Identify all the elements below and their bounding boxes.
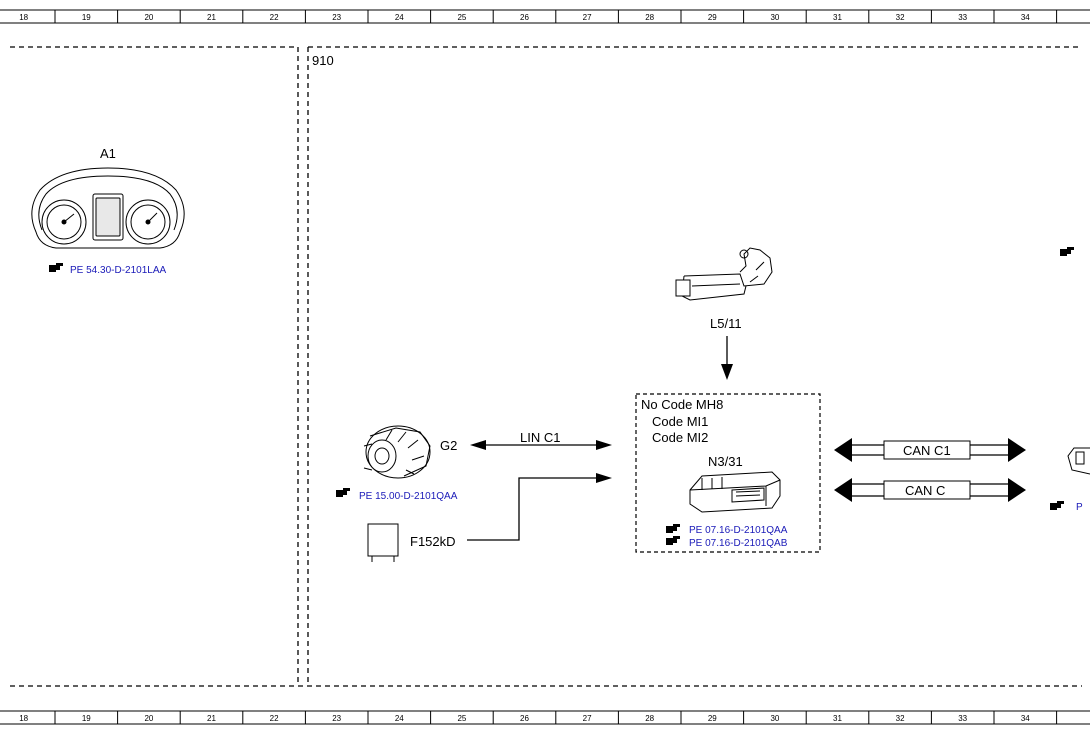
top-ruler-label-28: 28 bbox=[645, 13, 654, 22]
g2-label: G2 bbox=[440, 438, 457, 453]
top-ruler-label-19: 19 bbox=[82, 13, 91, 22]
top-ruler-label-18: 18 bbox=[19, 13, 28, 22]
top-ruler-label-23: 23 bbox=[332, 13, 341, 22]
f152kd-component: F152kD bbox=[367, 473, 612, 562]
pointing-hand-icon bbox=[1060, 247, 1074, 256]
f152kd-signal-line bbox=[467, 473, 612, 541]
bottom-ruler-label-29: 29 bbox=[708, 714, 717, 723]
top-ruler-label-29: 29 bbox=[708, 13, 717, 22]
top-ruler-label-22: 22 bbox=[270, 13, 279, 22]
can-c-label: CAN C bbox=[905, 483, 945, 498]
bottom-ruler-label-31: 31 bbox=[833, 714, 842, 723]
bottom-ruler-label-32: 32 bbox=[896, 714, 905, 723]
bottom-ruler-label-33: 33 bbox=[958, 714, 967, 723]
sensor-icon bbox=[675, 247, 773, 301]
n3-31-reference-1: PE 07.16-D-2101QAA bbox=[689, 525, 788, 536]
top-ruler: 18 19 20 21 22 23 24 25 26 27 28 29 30 31 32 33 34 bbox=[0, 9, 1090, 24]
pointing-hand-icon bbox=[666, 524, 680, 533]
pointing-hand-icon bbox=[666, 536, 680, 545]
pointing-hand-icon bbox=[336, 488, 350, 497]
code-mi1: Code MI1 bbox=[652, 414, 708, 429]
g2-component: G2 PE 15.00-D-2101QAA bbox=[336, 425, 458, 502]
top-ruler-label-31: 31 bbox=[833, 13, 842, 22]
top-ruler-label-27: 27 bbox=[583, 13, 592, 22]
partial-component-icon bbox=[1067, 447, 1090, 475]
bottom-ruler-label-27: 27 bbox=[583, 714, 592, 723]
top-ruler-label-33: 33 bbox=[958, 13, 967, 22]
n3-31-group: No Code MH8 Code MI1 Code MI2 N3/31 PE 0… bbox=[635, 393, 821, 553]
section-number: 910 bbox=[312, 53, 334, 68]
partial-reference: P bbox=[1076, 502, 1083, 513]
pointing-hand-icon bbox=[49, 263, 63, 272]
l5-11-arrow bbox=[721, 336, 733, 380]
a1-reference: PE 54.30-D-2101LAA bbox=[70, 265, 167, 276]
code-mi2: Code MI2 bbox=[652, 430, 708, 445]
g2-reference: PE 15.00-D-2101QAA bbox=[359, 491, 458, 502]
top-ruler-label-25: 25 bbox=[457, 13, 466, 22]
can-c-bus: CAN C bbox=[834, 478, 1026, 502]
bottom-ruler-label-23: 23 bbox=[332, 714, 341, 723]
bottom-ruler: 18 19 20 21 22 23 24 25 26 27 28 29 30 31 32 33 34 bbox=[0, 710, 1090, 725]
n3-31-label: N3/31 bbox=[708, 454, 743, 469]
l5-11-label: L5/11 bbox=[710, 316, 742, 331]
pointing-hand-icon bbox=[1050, 501, 1064, 510]
can-c1-label: CAN C1 bbox=[903, 443, 951, 458]
top-ruler-label-20: 20 bbox=[144, 13, 153, 22]
bottom-ruler-label-25: 25 bbox=[457, 714, 466, 723]
a1-component: A1 PE 54.30-D-2101LAA bbox=[31, 146, 185, 276]
instrument-cluster-icon bbox=[31, 167, 185, 249]
can-c1-bus: CAN C1 bbox=[834, 438, 1026, 462]
fuse-icon bbox=[367, 523, 399, 562]
top-ruler-label-30: 30 bbox=[770, 13, 779, 22]
bottom-ruler-label-20: 20 bbox=[144, 714, 153, 723]
bottom-ruler-label-24: 24 bbox=[395, 714, 404, 723]
code-mh8: No Code MH8 bbox=[641, 397, 723, 412]
control-unit-icon bbox=[689, 471, 781, 513]
bottom-ruler-label-21: 21 bbox=[207, 714, 216, 723]
lin-c1-label: LIN C1 bbox=[520, 430, 560, 445]
top-ruler-label-32: 32 bbox=[896, 13, 905, 22]
alternator-icon bbox=[363, 425, 431, 479]
a1-label: A1 bbox=[100, 146, 116, 161]
top-ruler-label-26: 26 bbox=[520, 13, 529, 22]
l5-11-component: L5/11 bbox=[675, 247, 773, 380]
top-ruler-label-21: 21 bbox=[207, 13, 216, 22]
bottom-ruler-label-19: 19 bbox=[82, 714, 91, 723]
f152kd-label: F152kD bbox=[410, 534, 456, 549]
bottom-ruler-label-34: 34 bbox=[1021, 714, 1030, 723]
bottom-ruler-label-30: 30 bbox=[770, 714, 779, 723]
right-edge-partial: P bbox=[1050, 247, 1090, 513]
bottom-ruler-label-26: 26 bbox=[520, 714, 529, 723]
section-boundaries bbox=[10, 46, 1082, 687]
top-ruler-label-34: 34 bbox=[1021, 13, 1030, 22]
lin-c1-connection: LIN C1 bbox=[470, 430, 612, 450]
bottom-ruler-label-28: 28 bbox=[645, 714, 654, 723]
bottom-ruler-label-18: 18 bbox=[19, 714, 28, 723]
n3-31-reference-2: PE 07.16-D-2101QAB bbox=[689, 538, 788, 549]
bottom-ruler-label-22: 22 bbox=[270, 714, 279, 723]
top-ruler-label-24: 24 bbox=[395, 13, 404, 22]
